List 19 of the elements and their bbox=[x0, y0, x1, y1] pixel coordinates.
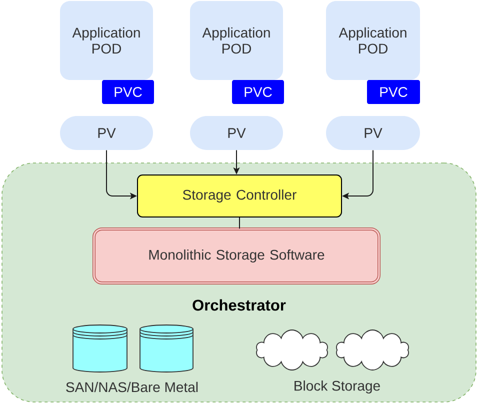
cloud-shape bbox=[336, 330, 409, 370]
caption: SAN/NAS/Bare Metal bbox=[66, 382, 198, 392]
cloud-shape bbox=[256, 330, 328, 370]
connector-line bbox=[239, 217, 240, 230]
process-box: Application POD bbox=[190, 1, 283, 80]
tag-box: PVC bbox=[367, 80, 420, 104]
process-box: Application POD bbox=[60, 1, 153, 80]
tag-box: PVC bbox=[232, 80, 284, 104]
process-box: Application POD bbox=[326, 1, 420, 80]
caption: Block Storage bbox=[294, 380, 380, 394]
tag-box: PVC bbox=[102, 80, 154, 104]
terminal-pill: PV bbox=[326, 116, 420, 150]
double-border-box: Monolithic Storage Software bbox=[92, 228, 380, 284]
database-cylinder bbox=[72, 324, 128, 372]
process-box: Storage Controller bbox=[137, 174, 342, 218]
database-cylinder bbox=[140, 324, 194, 372]
terminal-pill: PV bbox=[190, 116, 283, 150]
heading: Orchestrator bbox=[192, 299, 286, 311]
terminal-pill: PV bbox=[60, 116, 153, 150]
